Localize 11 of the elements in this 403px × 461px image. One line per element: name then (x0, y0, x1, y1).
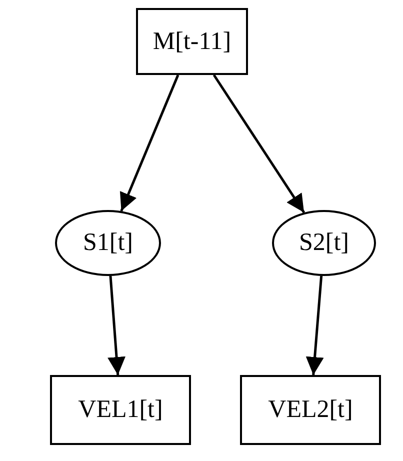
node-label: S2[t] (299, 229, 349, 257)
node-label: M[t-11] (152, 28, 232, 56)
node-label: VEL1[t] (78, 396, 163, 424)
node-label: S1[t] (83, 229, 133, 257)
arrow (120, 74, 180, 212)
box-node (50, 375, 191, 445)
arrow (306, 276, 324, 376)
arrow (108, 276, 126, 376)
box-node (136, 8, 248, 75)
box-node (240, 375, 381, 445)
node-label: VEL2[t] (268, 396, 353, 424)
